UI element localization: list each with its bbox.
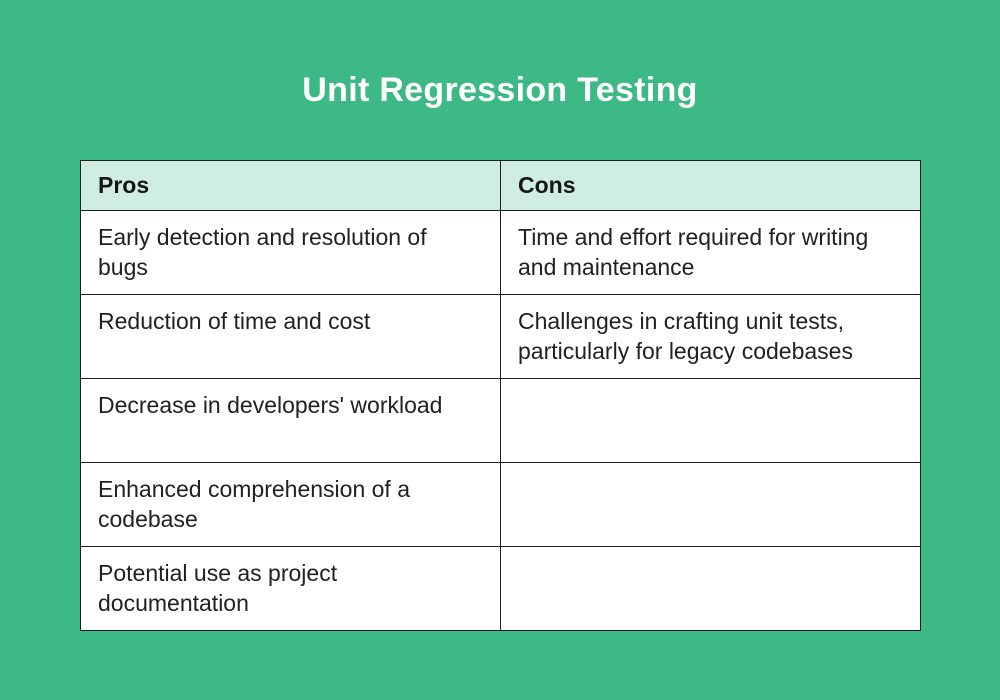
- table-row: Decrease in developers' workload: [80, 378, 921, 463]
- cons-cell: [500, 462, 921, 547]
- column-header-pros: Pros: [80, 160, 501, 211]
- pros-cell: Decrease in developers' workload: [80, 378, 501, 463]
- table-row: Early detection and resolution of bugs T…: [80, 210, 921, 295]
- pros-cell: Potential use as project documentation: [80, 546, 501, 631]
- cons-cell: [500, 378, 921, 463]
- table-row: Enhanced comprehension of a codebase: [80, 462, 921, 547]
- cons-cell: Time and effort required for writing and…: [500, 210, 921, 295]
- table-row: Potential use as project documentation: [80, 546, 921, 631]
- table-row: Reduction of time and cost Challenges in…: [80, 294, 921, 379]
- column-header-cons: Cons: [500, 160, 921, 211]
- cons-cell: [500, 546, 921, 631]
- pros-cons-table: Pros Cons Early detection and resolution…: [80, 160, 921, 631]
- table-body: Early detection and resolution of bugs T…: [80, 210, 921, 631]
- pros-cell: Enhanced comprehension of a codebase: [80, 462, 501, 547]
- header-row: Pros Cons: [80, 160, 921, 211]
- table-header: Pros Cons: [80, 160, 921, 211]
- pros-cell: Reduction of time and cost: [80, 294, 501, 379]
- pros-cell: Early detection and resolution of bugs: [80, 210, 501, 295]
- cons-cell: Challenges in crafting unit tests, parti…: [500, 294, 921, 379]
- page-title: Unit Regression Testing: [302, 71, 698, 109]
